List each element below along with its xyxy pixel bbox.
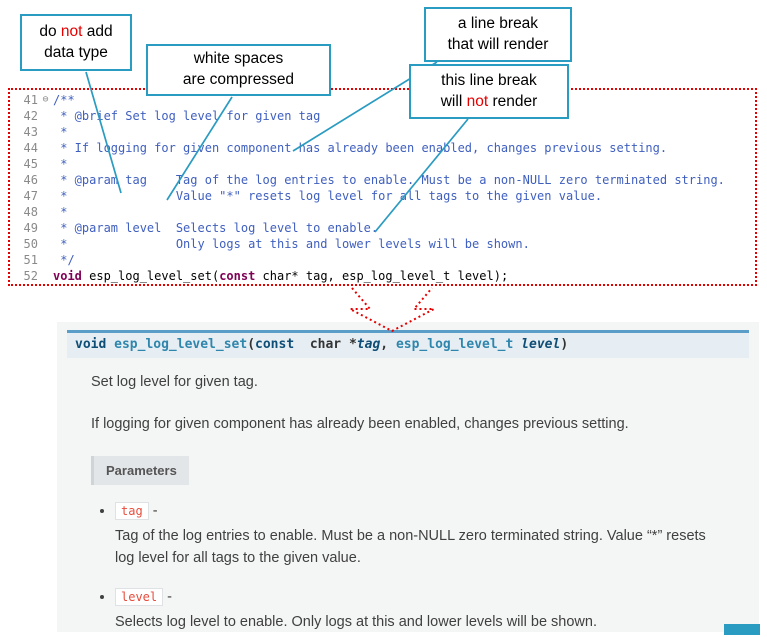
param-head: tag -: [115, 501, 727, 523]
param-head: level -: [115, 587, 727, 609]
callout-line: this line break: [441, 71, 537, 89]
code-text: * Value "*" resets log level for all tag…: [53, 189, 603, 203]
doc-body: Set log level for given tag. If logging …: [67, 358, 749, 634]
callout-line: will not render: [440, 92, 538, 110]
code-line-45: 45 *: [14, 156, 755, 172]
param-description: Selects log level to enable. Only logs a…: [115, 614, 597, 630]
line-number: 49: [23, 221, 38, 235]
line-number: 46: [23, 173, 38, 187]
code-text: */: [53, 253, 75, 267]
annotation-callout-no-datatype: do not add data type: [20, 14, 132, 71]
param-dash: -: [163, 589, 172, 606]
keyword-const: const: [219, 269, 256, 283]
line-number: 48: [23, 205, 38, 219]
emphasis-not: not: [60, 22, 83, 40]
code-text: *: [53, 157, 68, 171]
sig-keyword-void: void: [75, 337, 115, 352]
param-dash: -: [148, 503, 158, 519]
param-item-tag: tag - Tag of the log entries to enable. …: [115, 501, 727, 569]
function-name: esp_log_level_set: [89, 269, 212, 283]
doc-paragraph-brief: Set log level for given tag.: [91, 374, 258, 390]
line-number: 41: [23, 93, 38, 107]
sig-type: esp_log_level_t: [395, 337, 522, 352]
code-line-49: 49 * @param level Selects log level to e…: [14, 220, 755, 236]
code-line-41: 41 ⊖ /**: [14, 92, 755, 108]
code-line-46: 46 * @param tag Tag of the log entries t…: [14, 172, 755, 188]
doc-paragraph-detail: If logging for given component has alrea…: [91, 415, 629, 432]
rendered-doc-panel: void esp_log_level_set(const char *tag, …: [57, 322, 759, 632]
line-number: 52: [23, 269, 38, 283]
sig-arg-level: level: [521, 337, 561, 352]
emphasis-not: not: [466, 92, 489, 110]
sig-arg-tag: tag: [356, 337, 381, 352]
param-list: tag - Tag of the log entries to enable. …: [115, 501, 727, 634]
code-text: *: [53, 125, 68, 139]
code-text: * Only logs at this and lower levels wil…: [53, 237, 530, 251]
line-number: 50: [23, 237, 38, 251]
line-number: 45: [23, 157, 38, 171]
code-text: * If logging for given component has alr…: [53, 141, 668, 155]
callout-line: are compressed: [182, 71, 295, 88]
code-line-50: 50 * Only logs at this and lower levels …: [14, 236, 755, 252]
param-item-level: level - Selects log level to enable. Onl…: [115, 587, 727, 634]
code-text: * @brief Set log level for given tag: [53, 109, 321, 123]
parameters-label: Parameters: [91, 455, 189, 485]
annotation-callout-whitespace: white spaces are compressed: [146, 44, 331, 96]
code-line-42: 42 * @brief Set log level for given tag: [14, 108, 755, 124]
sig-keyword-const: const: [255, 337, 295, 352]
param-name-literal: tag: [115, 502, 149, 520]
line-number: 51: [23, 253, 38, 267]
code-line-43: 43 *: [14, 124, 755, 140]
cropped-callout-fragment: [724, 624, 760, 635]
callout-line: do not add: [39, 22, 113, 40]
sig-function-name: esp_log_level_set: [114, 337, 248, 352]
callout-line: that will render: [447, 35, 549, 53]
callout-line: a line break: [457, 14, 539, 32]
callout-line: data type: [44, 43, 108, 61]
annotation-callout-break-renders: a line break that will render: [424, 7, 572, 62]
function-signature: void esp_log_level_set(const char *tag, …: [67, 330, 749, 358]
callout-line: white spaces: [193, 50, 284, 68]
code-line-52: 52 void esp_log_level_set(const char* tag…: [14, 268, 755, 284]
annotation-callout-break-not-render: this line break will not render: [409, 64, 569, 119]
code-editor-snippet: 41 ⊖ /** 42 * @brief Set log level for giv…: [8, 88, 757, 286]
code-text: *: [53, 205, 68, 219]
code-line-47: 47 * Value "*" resets log level for all …: [14, 188, 755, 204]
keyword-void: void: [53, 269, 90, 283]
line-number: 43: [23, 125, 38, 139]
line-number: 44: [23, 141, 38, 155]
code-text: /**: [53, 93, 75, 107]
fold-collapse-icon[interactable]: ⊖: [42, 94, 49, 105]
code-line-48: 48 *: [14, 204, 755, 220]
param-name-literal: level: [115, 588, 164, 607]
code-line-51: 51 */: [14, 252, 755, 268]
param-description: Tag of the log entries to enable. Must b…: [115, 527, 706, 566]
line-number: 47: [23, 189, 38, 203]
line-number: 42: [23, 109, 38, 123]
code-text: * @param tag Tag of the log entries to e…: [53, 173, 725, 187]
code-text: * @param level Selects log level to enab…: [53, 221, 379, 235]
code-line-44: 44 * If logging for given component has …: [14, 140, 755, 156]
code-text: void esp_log_level_set(const char* tag, …: [53, 269, 509, 283]
